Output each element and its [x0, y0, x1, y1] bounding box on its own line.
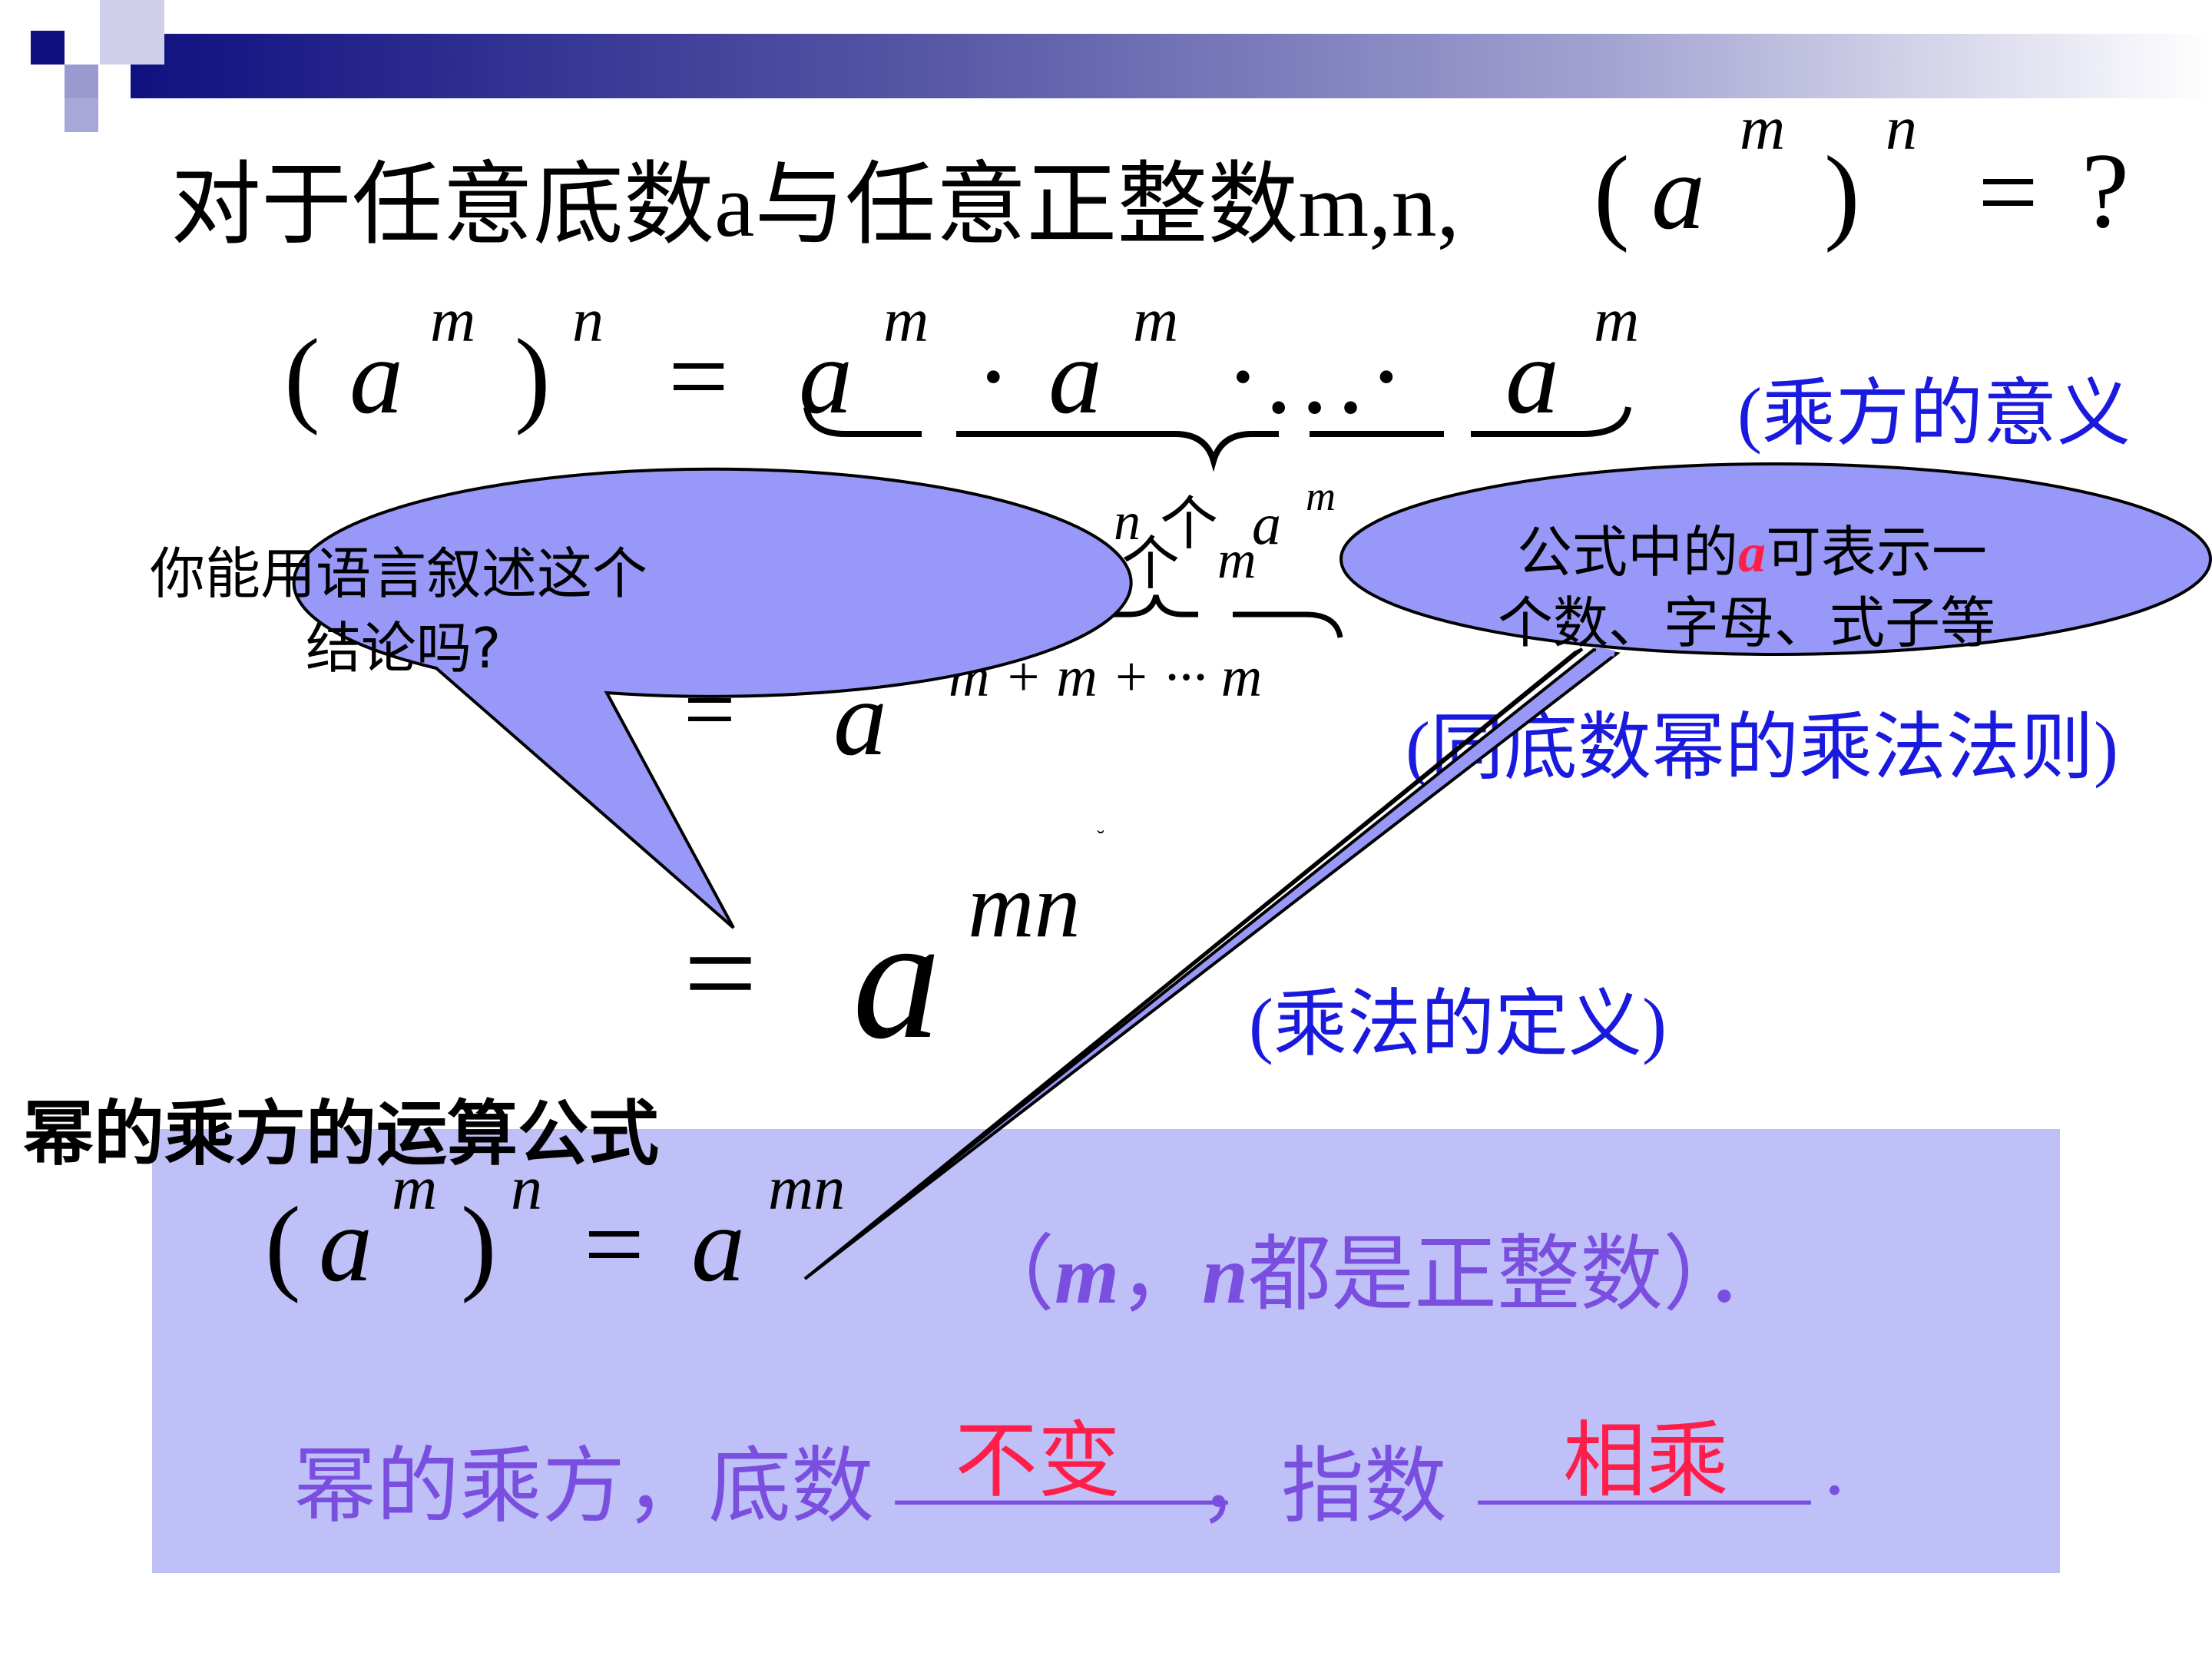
- s1-term2-exp: m: [1133, 285, 1179, 355]
- s1-under-exp: m: [1306, 473, 1336, 519]
- s1-dot1: ·: [975, 317, 1012, 436]
- b-open-paren: (: [265, 1185, 301, 1304]
- rule-blank2: ________: [1479, 1421, 1810, 1512]
- callout-right-red-a: a: [1738, 522, 1767, 584]
- rule-end: .: [1824, 1421, 1845, 1512]
- q-base: a: [1651, 133, 1705, 252]
- cond-rest: 都是正整数）．: [1248, 1230, 1788, 1321]
- callout-right-line1: 公式中的a可表示一: [1517, 507, 1987, 588]
- callout-left-line1: 你能用语言叙述这个: [150, 541, 648, 606]
- b-inner-exp: m: [392, 1153, 438, 1223]
- s1-close-paren: ): [515, 317, 551, 436]
- header-square-pale: [100, 0, 164, 65]
- box-formula: ( a m ) n = a mn: [265, 1153, 879, 1321]
- s1-term3-exp: m: [1594, 285, 1640, 355]
- b-close-paren: ): [461, 1185, 497, 1304]
- rule-answer2: 相乘: [1563, 1416, 1730, 1508]
- s1-under-word: 个: [1160, 492, 1218, 557]
- s3-base: a: [853, 879, 941, 1075]
- step3-note: (乘法的定义): [1249, 983, 1667, 1065]
- callout-right-text-a: 公式中的: [1517, 520, 1739, 584]
- callout-right-text-b: 可表示一: [1766, 520, 1988, 584]
- cond-m: m: [1055, 1230, 1120, 1321]
- q-equals: =: [1978, 133, 2038, 252]
- q-outer-exp: n: [1886, 93, 1917, 163]
- section-title: 幂的乘方的运算公式: [23, 1093, 660, 1175]
- cond-open: （: [972, 1230, 1055, 1321]
- callout-right-ellipse: [1339, 462, 2212, 656]
- b-rhs-base: a: [691, 1185, 745, 1304]
- cond-comma: ，: [1119, 1230, 1203, 1321]
- callout-right-line2: 个数、字母、式子等: [1498, 591, 1996, 655]
- b-equals: =: [584, 1185, 644, 1304]
- underbrace-step1: [803, 406, 1631, 472]
- callout-right-tail: [803, 647, 1621, 1280]
- callout-right-tail-mask: [1595, 647, 1615, 657]
- rule-part2: ，指数: [1198, 1442, 1448, 1533]
- step1-row: ( a m ) n = a m · a m ·…· a m: [284, 285, 1667, 469]
- s1-under-count: n: [1114, 492, 1141, 551]
- rule-answer1: 不变: [955, 1416, 1121, 1508]
- q-close-paren: ): [1824, 134, 1860, 253]
- b-outer-exp: n: [511, 1153, 542, 1223]
- q-ask: ?: [2081, 131, 2130, 250]
- step1-note: (乘方的意义: [1737, 373, 2131, 455]
- header-gradient-bar: [131, 34, 2212, 98]
- s1-open-paren: (: [284, 317, 320, 436]
- s1-inner-exp: m: [430, 285, 476, 355]
- question-formula: ( a m ) n = ?: [1594, 93, 2177, 253]
- s2-over-letter: m: [1217, 531, 1257, 590]
- b-base: a: [319, 1185, 373, 1304]
- header-square-dark: [31, 31, 65, 65]
- s1-term2-base: a: [1048, 317, 1102, 436]
- s1-under-base: a: [1252, 492, 1281, 557]
- s3-exponent: mn: [968, 854, 1081, 956]
- callout-right-shape: [803, 647, 1584, 1280]
- q-open-paren: (: [1594, 134, 1630, 253]
- s1-outer-exp: n: [572, 285, 604, 355]
- cond-n: n: [1202, 1230, 1249, 1321]
- s3-stray-mark: ˘: [1097, 826, 1104, 851]
- s1-term1-exp: m: [883, 285, 929, 355]
- s1-term3-base: a: [1505, 317, 1559, 436]
- header-square-light: [65, 65, 98, 98]
- header-square-mid: [65, 98, 98, 132]
- q-inner-exp: m: [1740, 93, 1786, 163]
- callout-left-shape: [292, 467, 1133, 929]
- formula-box: [152, 1129, 2060, 1573]
- s3-equals: =: [684, 901, 757, 1045]
- s1-base: a: [349, 317, 403, 436]
- callout-left-line2: 结论吗?: [306, 616, 502, 680]
- rule-blank1: ________: [896, 1421, 1227, 1512]
- s1-equals: =: [668, 317, 729, 436]
- s1-dots: ·…·: [1225, 317, 1405, 436]
- question-prefix: 对于任意底数a与任意正整数m,n,: [171, 155, 1460, 256]
- box-condition: （m，n都是正整数）．: [972, 1207, 1787, 1327]
- b-rhs-exp: mn: [768, 1153, 846, 1223]
- rule-part1: 幂的乘方，底数: [293, 1442, 875, 1533]
